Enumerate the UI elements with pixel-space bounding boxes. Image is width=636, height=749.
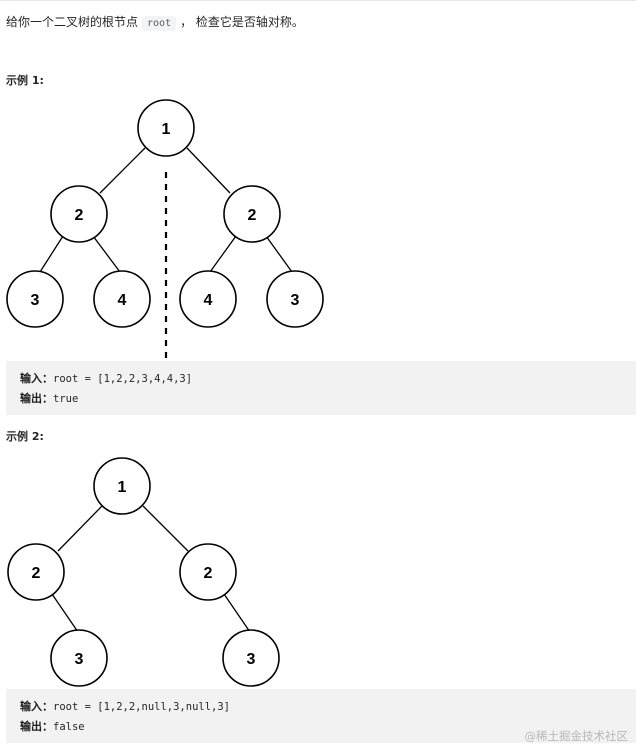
edge-1-2-left <box>99 147 146 194</box>
edge-2-4-left <box>92 235 121 273</box>
example-2-input-line: 输入：root = [1,2,2,null,3,null,3] <box>20 697 622 717</box>
example-2-title: 示例 2: <box>6 430 44 443</box>
output-value: true <box>53 393 79 405</box>
node-label: 1 <box>118 479 127 496</box>
edge-2-4-right <box>209 235 237 273</box>
input-label: 输入： <box>20 372 53 385</box>
edge-2-3-right <box>223 593 251 633</box>
example-1-title: 示例 1: <box>6 74 44 87</box>
node-label: 2 <box>204 565 213 582</box>
node-label: 2 <box>248 207 257 224</box>
tree-node: 2 <box>50 185 108 243</box>
tree-node: 2 <box>179 543 237 601</box>
node-label: 1 <box>162 121 171 138</box>
description-text-before: 给你一个二叉树的根节点 <box>6 15 139 29</box>
node-label: 2 <box>75 207 84 224</box>
node-label: 4 <box>118 292 127 309</box>
example-2-tree-diagram: 1 2 2 3 3 <box>7 457 280 687</box>
inline-code-root: root <box>142 16 177 31</box>
tree-node: 2 <box>223 185 281 243</box>
input-value: root = [1,2,2,null,3,null,3] <box>53 701 231 713</box>
output-label: 输出： <box>20 720 53 733</box>
edge-2-3-left <box>51 593 79 633</box>
example-1-output-line: 输出：true <box>20 389 622 409</box>
example-2-io-block: 输入：root = [1,2,2,null,3,null,3] 输出：false <box>6 689 636 743</box>
edge-2-3-left <box>39 235 64 273</box>
tree-node: 3 <box>222 629 280 687</box>
description-text-after: ， 检查它是否轴对称。 <box>180 15 304 29</box>
edge-1-2-right <box>186 147 231 194</box>
node-label: 3 <box>31 292 40 309</box>
node-label: 3 <box>247 651 256 668</box>
edge-1-2-left <box>57 505 103 552</box>
edge-2-3-right <box>265 235 293 273</box>
tree-node: 4 <box>93 270 151 328</box>
tree-node: 2 <box>7 543 65 601</box>
node-label: 4 <box>204 292 213 309</box>
tree-node: 1 <box>137 99 195 157</box>
edge-1-2-right <box>142 505 189 552</box>
example-1-tree-nodes: 1 2 2 3 4 4 3 <box>6 99 324 360</box>
top-divider <box>0 0 636 1</box>
tree-node: 4 <box>179 270 237 328</box>
node-label: 3 <box>75 651 84 668</box>
output-value: false <box>53 721 85 733</box>
tree-node: 3 <box>6 270 64 328</box>
input-label: 输入： <box>20 700 53 713</box>
example-1-input-line: 输入：root = [1,2,2,3,4,4,3] <box>20 369 622 389</box>
input-value: root = [1,2,2,3,4,4,3] <box>53 373 193 385</box>
example-2-output-line: 输出：false <box>20 717 622 737</box>
watermark-text: @稀土掘金技术社区 <box>524 729 629 743</box>
example-1-io-block: 输入：root = [1,2,2,3,4,4,3] 输出：true <box>6 361 636 415</box>
tree-node: 3 <box>266 270 324 328</box>
tree-node: 1 <box>93 457 151 515</box>
output-label: 输出： <box>20 392 53 405</box>
node-label: 3 <box>291 292 300 309</box>
tree-node: 3 <box>50 629 108 687</box>
node-label: 2 <box>32 565 41 582</box>
